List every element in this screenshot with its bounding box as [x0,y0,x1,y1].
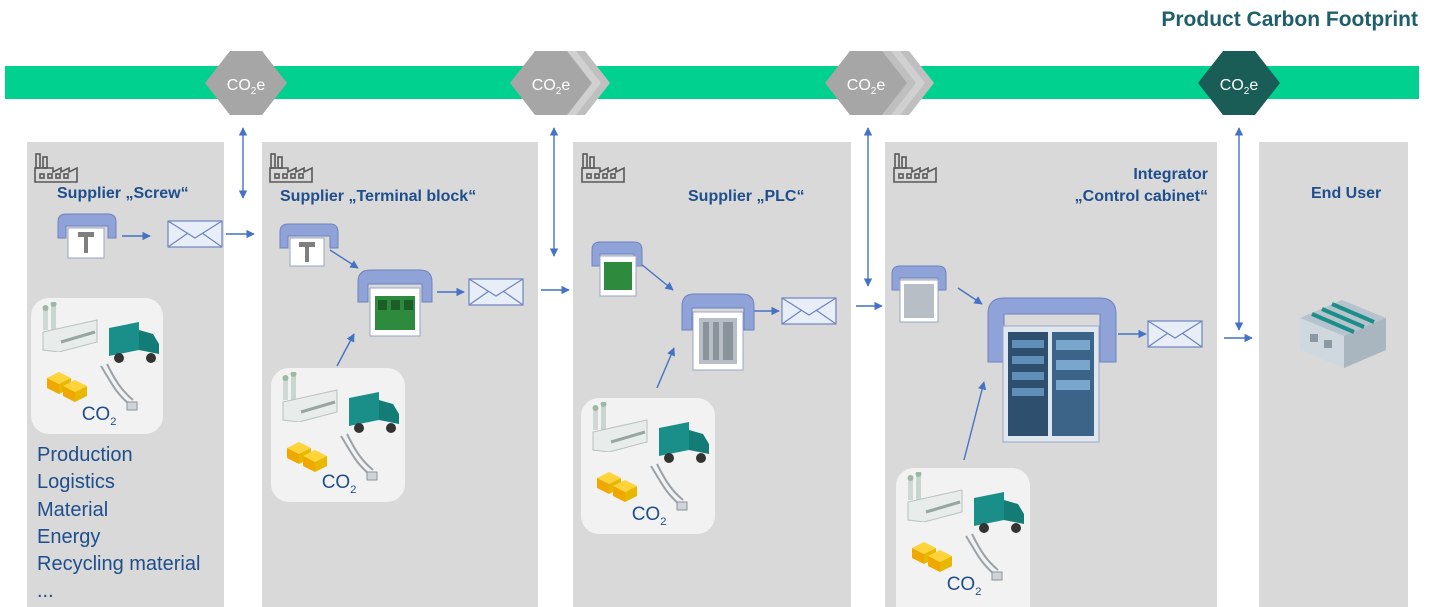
emission-sources-box: CO2 [271,368,405,502]
flow-arrow [329,249,359,269]
flow-arrow [640,263,674,291]
product-control-cabinet [987,297,1117,443]
material-icon [287,442,327,472]
factory-icon [893,153,937,183]
product-screw [57,213,117,259]
material-icon [597,472,637,502]
stage-label-integrator: Integrator „Control cabinet“ [1000,164,1208,208]
truck-icon [349,392,399,433]
material-icon [912,542,952,572]
stage-label-plc: Supplier „PLC“ [688,188,805,205]
category-item: Recycling material [37,553,201,576]
product-screw [279,223,339,267]
co2-label-sub: 2 [110,416,117,428]
production-icon [282,372,338,422]
co2-label-sub: 2 [660,516,667,528]
end-user-building-icon [1300,300,1386,368]
category-item: Material [37,498,109,521]
stage-end-user [1259,142,1408,607]
co2-label-sub: 2 [350,484,357,496]
co2e-badge-final: CO2e [1198,51,1280,115]
co2-label-sub: 2 [975,586,982,598]
svg-text:CO2e: CO2e [532,77,571,97]
co2-label-main: CO [321,472,351,493]
product-terminal-block [357,269,433,337]
envelope-icon [167,220,223,248]
co2-label-main: CO [631,504,661,525]
flow-arrow [336,333,355,367]
stage-label-end-user: End User [1311,185,1382,202]
truck-icon [659,422,709,463]
co2-label: CO2 [934,574,994,598]
stage-label-integrator-line1: Integrator [1133,166,1208,183]
energy-plug-icon [965,533,1003,581]
page-title: Product Carbon Footprint [1161,8,1418,31]
energy-plug-icon [650,463,688,511]
product-plc [891,265,947,323]
svg-text:CO2e: CO2e [847,77,886,97]
truck-icon [974,492,1024,533]
production-icon [907,472,963,522]
co2e-badge: CO2e [510,51,610,115]
co2e-badge: CO2e [825,51,934,115]
stage-label-integrator-line2: „Control cabinet“ [1074,188,1208,205]
factory-icon [581,153,625,183]
material-icon [47,372,87,402]
production-icon [42,302,98,352]
category-item: Production [37,444,133,466]
flow-arrow [957,287,983,305]
envelope-icon [468,278,524,306]
factory-icon [269,153,313,183]
svg-text:CO2e: CO2e [227,77,266,97]
co2e-badge: CO2e [205,51,287,115]
flow-arrow [963,381,987,461]
stage-label-screw: Supplier „Screw“ [57,185,189,202]
stage-label-terminal-block: Supplier „Terminal block“ [280,188,477,205]
emission-sources-box: CO2 [581,398,715,534]
factory-icon [34,153,78,183]
co2-label-main: CO [946,574,976,595]
category-item: Logistics [37,471,115,494]
energy-plug-icon [100,363,138,411]
energy-plug-icon [340,433,378,481]
product-plc [681,293,755,371]
co2-label: CO2 [69,404,129,428]
truck-icon [109,322,159,363]
production-icon [592,402,648,452]
co2-label: CO2 [619,504,679,528]
category-item: ... [37,580,54,603]
flow-arrow [656,347,675,389]
svg-text:CO2e: CO2e [1220,77,1259,97]
emission-sources-box: CO2 [31,298,163,434]
envelope-icon [1147,320,1203,348]
product-terminal-block [591,241,643,297]
co2-label: CO2 [309,472,369,496]
co2-label-main: CO [81,404,111,425]
emission-categories-list: Production Logistics Material Energy Rec… [37,442,200,606]
category-item: Energy [37,525,101,548]
envelope-icon [781,297,837,325]
emission-sources-box: CO2 [896,468,1030,607]
